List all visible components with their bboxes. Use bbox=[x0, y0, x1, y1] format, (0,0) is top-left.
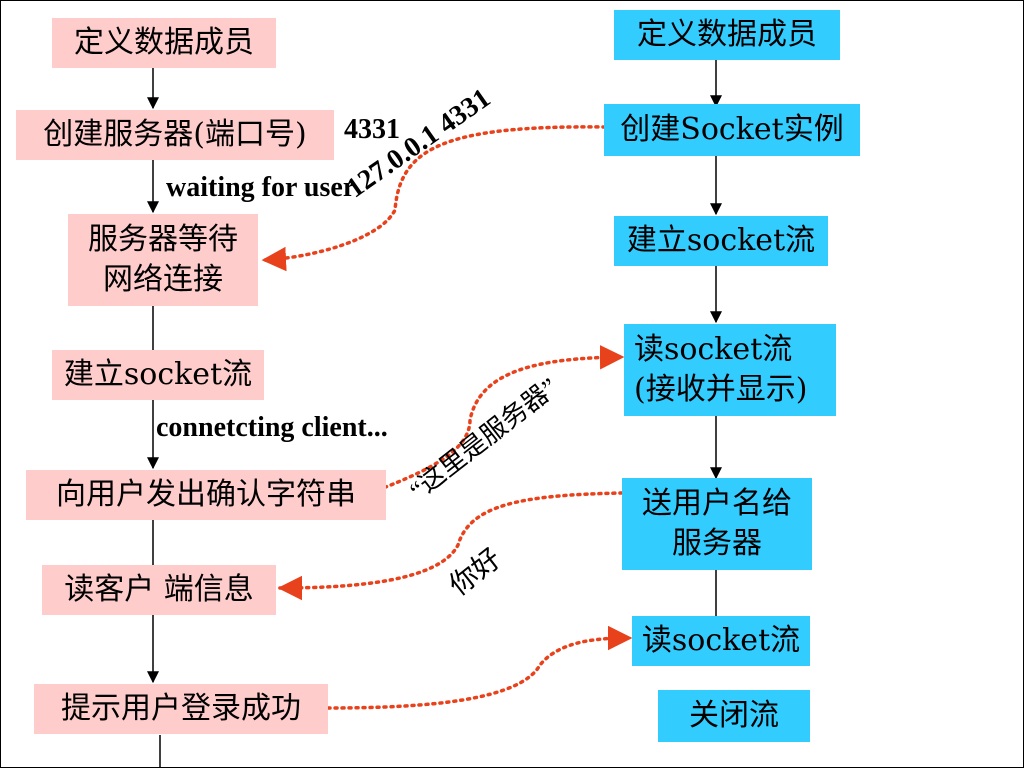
port-label: 4331 bbox=[344, 114, 400, 145]
server-step-send-confirm: 向用户发出确认字符串 bbox=[26, 470, 386, 520]
message-arrows bbox=[261, 125, 633, 710]
server-step-define-members: 定义数据成员 bbox=[52, 18, 276, 68]
server-step-wait-connection: 服务器等待 网络连接 bbox=[68, 214, 258, 306]
server-step-build-stream: 建立socket流 bbox=[52, 350, 264, 400]
client-step-read-stream-display: 读socket流 (接收并显示) bbox=[624, 324, 836, 416]
client-step-create-socket: 创建Socket实例 bbox=[604, 104, 860, 156]
server-step-login-success: 提示用户登录成功 bbox=[34, 684, 328, 734]
username-arrow bbox=[277, 491, 624, 601]
server-step-create-server: 创建服务器(端口号) bbox=[16, 110, 334, 160]
client-step-define-members: 定义数据成员 bbox=[614, 10, 840, 60]
server-message-arrow bbox=[376, 345, 625, 492]
server-step-read-client: 读客户 端信息 bbox=[42, 565, 276, 615]
client-step-send-username: 送用户名给 服务器 bbox=[622, 478, 812, 570]
client-step-close-stream: 关闭流 bbox=[658, 690, 810, 742]
client-step-read-stream: 读socket流 bbox=[632, 616, 810, 666]
connect-request-arrow bbox=[261, 125, 607, 272]
connecting-label: connetcting client... bbox=[156, 412, 388, 443]
client-step-build-stream: 建立socket流 bbox=[614, 216, 828, 266]
waiting-label: waiting for user bbox=[166, 172, 356, 203]
login-success-arrow bbox=[326, 625, 633, 710]
